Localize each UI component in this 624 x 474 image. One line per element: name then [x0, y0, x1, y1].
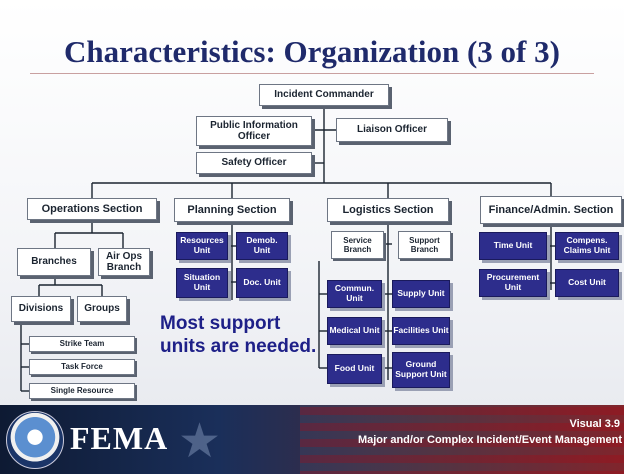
- visual-number: Visual 3.9: [569, 418, 620, 430]
- title-divider: [30, 73, 594, 74]
- ground-support-unit-box: Ground Support Unit: [392, 352, 450, 388]
- demob-unit-box: Demob. Unit: [236, 232, 288, 260]
- support-units-note: Most support units are needed.: [160, 313, 317, 358]
- branches-box: Branches: [17, 248, 91, 276]
- cost-unit-box: Cost Unit: [555, 269, 619, 297]
- compens-claims-unit-box: Compens. Claims Unit: [555, 232, 619, 260]
- flag-stripes-decoration: [300, 405, 624, 474]
- course-title: Major and/or Complex Incident/Event Mana…: [357, 434, 622, 446]
- supply-unit-box: Supply Unit: [392, 280, 450, 308]
- groups-box: Groups: [77, 296, 127, 322]
- safety-officer-box: Safety Officer: [196, 152, 312, 174]
- doc-unit-box: Doc. Unit: [236, 268, 288, 298]
- liaison-officer-box: Liaison Officer: [336, 118, 448, 142]
- resources-unit-box: Resources Unit: [176, 232, 228, 260]
- support-branch-box: Support Branch: [398, 231, 451, 259]
- logistics-section-box: Logistics Section: [327, 198, 449, 222]
- footer-banner: FEMA ★ Visual 3.9 Major and/or Complex I…: [0, 405, 624, 474]
- medical-unit-box: Medical Unit: [327, 317, 382, 345]
- star-icon: ★: [178, 415, 222, 468]
- service-branch-box: Service Branch: [331, 231, 384, 259]
- org-chart-connectors: [20, 106, 555, 392]
- procurement-unit-box: Procurement Unit: [479, 269, 547, 297]
- divisions-box: Divisions: [11, 296, 71, 322]
- finance-admin-section-box: Finance/Admin. Section: [480, 196, 622, 224]
- public-information-officer-box: Public Information Officer: [196, 116, 312, 146]
- air-ops-branch-box: Air Ops Branch: [98, 248, 150, 276]
- operations-section-box: Operations Section: [27, 198, 157, 220]
- commun-unit-box: Commun. Unit: [327, 280, 382, 308]
- task-force-box: Task Force: [29, 359, 135, 375]
- incident-commander-box: Incident Commander: [259, 84, 389, 106]
- food-unit-box: Food Unit: [327, 354, 382, 384]
- single-resource-box: Single Resource: [29, 383, 135, 399]
- slide-title: Characteristics: Organization (3 of 3): [64, 34, 560, 69]
- fema-wordmark: FEMA: [70, 420, 169, 456]
- strike-team-box: Strike Team: [29, 336, 135, 352]
- planning-section-box: Planning Section: [174, 198, 290, 222]
- facilities-unit-box: Facilities Unit: [392, 317, 450, 345]
- dhs-seal-icon: [6, 411, 64, 469]
- situation-unit-box: Situation Unit: [176, 268, 228, 298]
- time-unit-box: Time Unit: [479, 232, 547, 260]
